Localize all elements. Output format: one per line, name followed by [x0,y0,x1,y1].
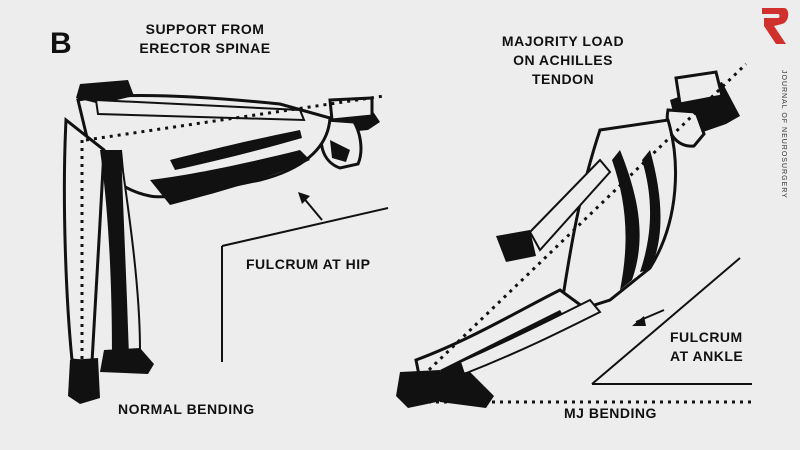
hip-fulcrum-lines [221,195,389,362]
right-title-line2: ON ACHILLES [513,52,613,68]
publisher-logo [762,8,789,44]
figure-normal-bending [62,80,380,404]
ankle-fulcrum-line1: FULCRUM [670,329,743,345]
left-title: SUPPORT FROM ERECTOR SPINAE [110,20,300,58]
left-title-line2: ERECTOR SPINAE [139,40,271,56]
right-dotted-lines [404,62,752,404]
hip-fulcrum-label: FULCRUM AT HIP [246,256,371,272]
right-title: MAJORITY LOAD ON ACHILLES TENDON [488,32,638,89]
right-caption: MJ BENDING [564,405,657,421]
left-dotted-lines [80,94,385,400]
ankle-fulcrum-line2: AT ANKLE [670,348,744,364]
left-title-line1: SUPPORT FROM [145,21,265,37]
journal-credit: JOURNAL OF NEUROSURGERY [780,70,787,199]
ankle-arrow-icon [632,316,646,326]
panel-letter: B [50,27,73,60]
hip-arrow-icon [298,192,310,204]
ankle-fulcrum-label: FULCRUM AT ANKLE [670,328,743,366]
right-title-line1: MAJORITY LOAD [501,33,625,49]
right-title-line3: TENDON [531,71,595,87]
left-caption: NORMAL BENDING [118,401,255,417]
